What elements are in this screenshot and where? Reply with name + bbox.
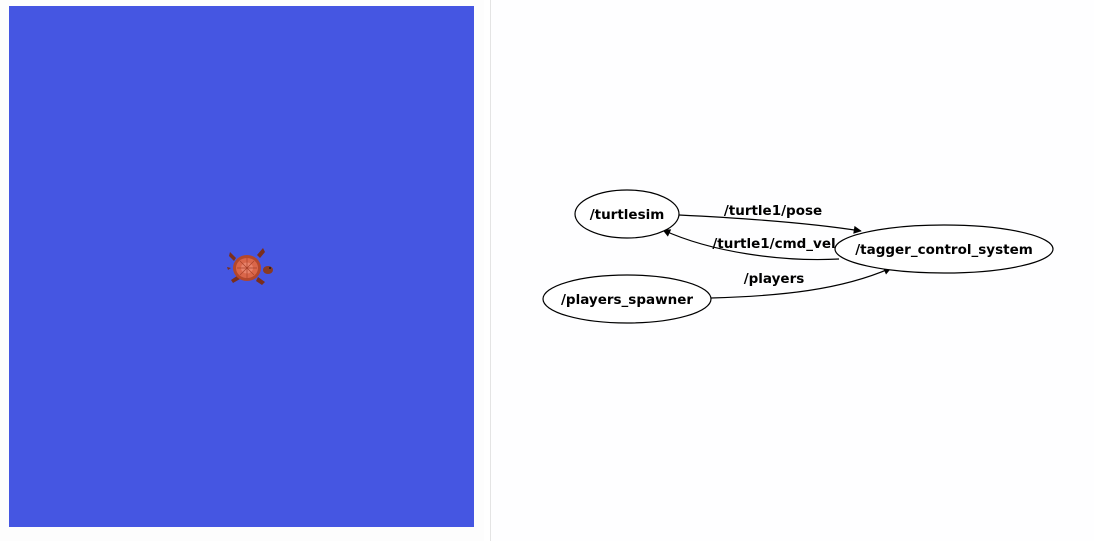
node-graph: /turtle1/pose /turtle1/cmd_vel /players …: [542, 189, 1054, 324]
edge-label-pose: /turtle1/pose: [724, 203, 822, 219]
turtlesim-window: [0, 0, 484, 541]
node-turtlesim[interactable]: /turtlesim: [574, 189, 680, 239]
edge-turtle1-pose[interactable]: /turtle1/pose: [678, 203, 862, 234]
node-tagger-control-system[interactable]: /tagger_control_system: [834, 224, 1054, 274]
panel-divider: [490, 0, 491, 541]
node-label-turtlesim: /turtlesim: [590, 207, 665, 223]
edge-label-cmd-vel: /turtle1/cmd_vel: [712, 236, 835, 252]
node-players-spawner[interactable]: /players_spawner: [542, 274, 712, 324]
edge-players[interactable]: /players: [710, 267, 892, 299]
turtlesim-canvas: [9, 6, 474, 527]
edge-turtle1-cmd-vel[interactable]: /turtle1/cmd_vel: [662, 229, 840, 261]
edge-label-players: /players: [744, 271, 805, 287]
node-label-players-spawner: /players_spawner: [561, 292, 693, 308]
turtle-icon: [227, 248, 273, 285]
rqt-graph-panel: /turtle1/pose /turtle1/cmd_vel /players …: [491, 0, 1094, 541]
node-label-tagger-control-system: /tagger_control_system: [855, 242, 1033, 258]
